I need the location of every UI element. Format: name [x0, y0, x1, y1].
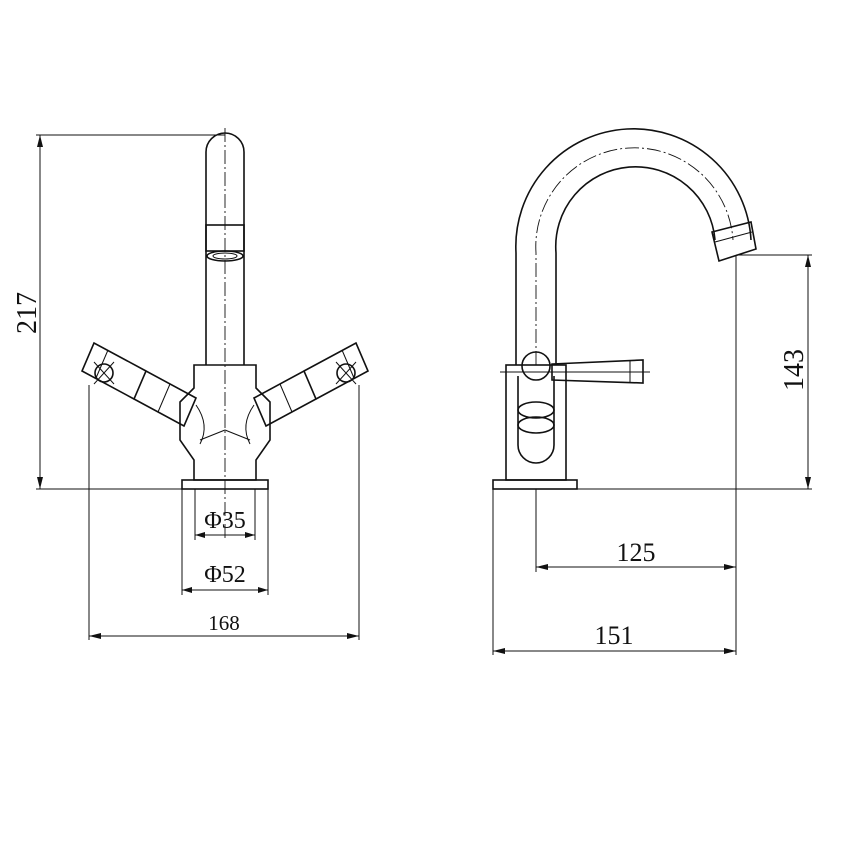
front-right-handle	[252, 341, 370, 428]
side-base-plate	[492, 479, 578, 490]
dim-reach-label: 125	[617, 538, 656, 567]
side-view: 143 125 151	[492, 128, 812, 655]
dim-spout-height-143: 143	[577, 254, 812, 490]
front-base-plate	[181, 479, 269, 490]
side-body	[505, 351, 567, 481]
dim-reach-125: 125	[535, 255, 737, 655]
front-view: 217 Φ35 Φ52 168	[12, 128, 370, 640]
dim-dia-35: Φ35	[194, 489, 256, 540]
dim-width-label: 168	[208, 611, 240, 635]
dim-depth-label: 151	[595, 621, 634, 650]
front-spout	[205, 132, 245, 365]
side-lever-handle	[500, 359, 650, 384]
dim-height-217: 217	[12, 134, 225, 490]
dim-dia-35-label: Φ35	[204, 508, 246, 534]
dim-dia-52-label: Φ52	[204, 562, 246, 588]
side-gooseneck-spout	[515, 128, 757, 365]
front-left-handle	[80, 341, 198, 428]
dim-height-label: 217	[12, 292, 43, 334]
dim-depth-151: 151	[492, 489, 736, 655]
dim-spout-height-label: 143	[779, 349, 810, 391]
dim-dia-52: Φ52	[181, 489, 269, 595]
dim-width-168: 168	[88, 385, 360, 640]
